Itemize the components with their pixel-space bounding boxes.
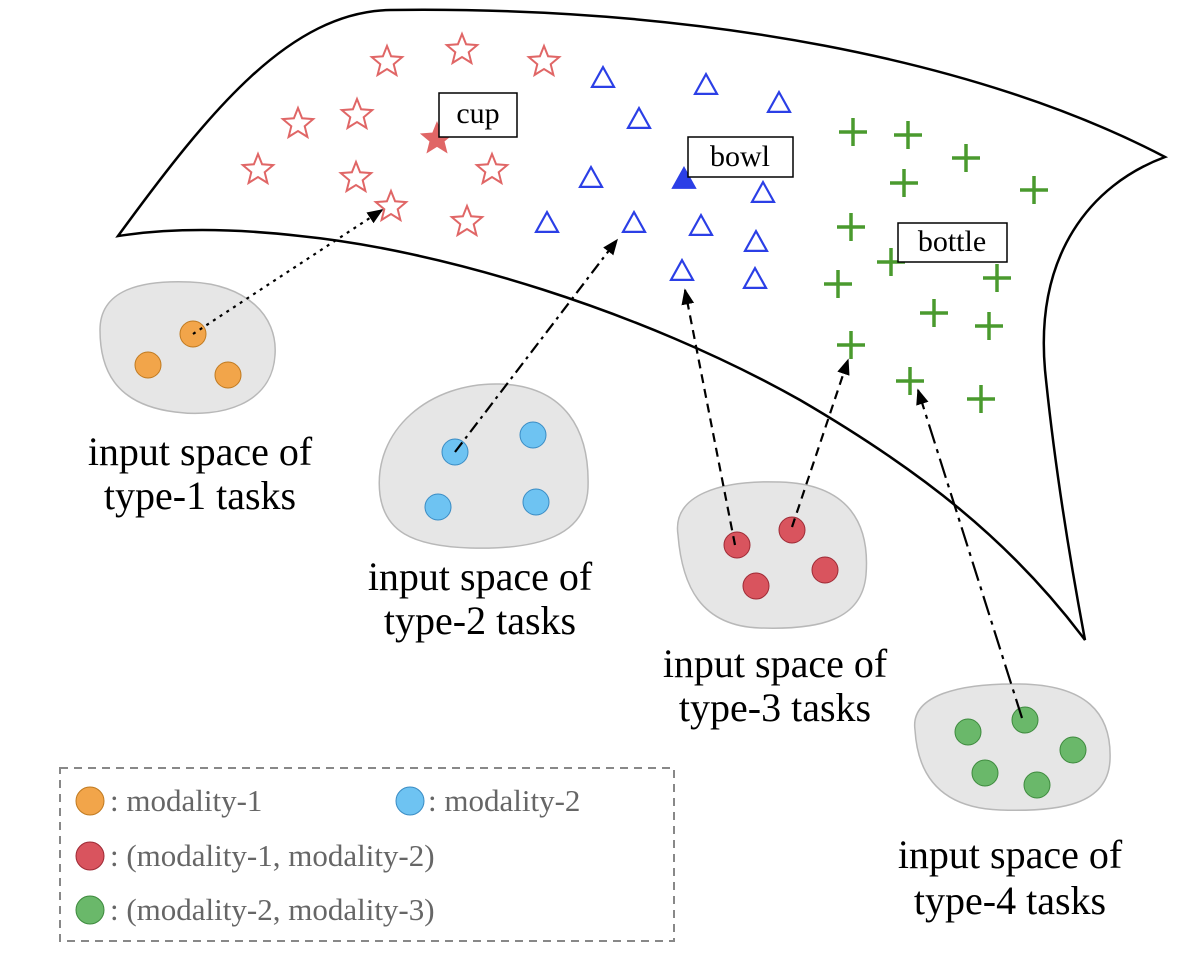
input-space-label-type-4-line2: type-4 tasks (914, 878, 1106, 923)
plus-icon (896, 367, 924, 395)
triangle-icon (669, 257, 695, 281)
legend-row2: : (modality-1, modality-2) (110, 838, 435, 873)
triangle-icon (688, 212, 714, 236)
input-space-blob-type-2 (378, 383, 589, 549)
star-icon (474, 151, 510, 186)
bowl-prototype-triangle-icon (671, 166, 697, 189)
triangle-icon (578, 164, 604, 188)
cup-label-text: cup (456, 97, 499, 130)
modality-2-3-dot-icon (1059, 736, 1087, 764)
modality-1-2-dot-icon (778, 516, 806, 544)
arrow-type-4 (916, 388, 1024, 719)
modality-2-dot-icon (424, 493, 452, 521)
input-space-blob-type-4 (914, 683, 1111, 812)
legend-row1-a: : modality-1 (110, 783, 262, 818)
input-space-label-type-2: input space of type-2 tasks (368, 554, 593, 643)
modality-1-2-dot-icon (811, 556, 839, 584)
modality-1-2-dot-icon (742, 572, 770, 600)
cup-label: cup (438, 92, 518, 138)
legend-row1-b: : modality-2 (428, 783, 580, 818)
triangle-icon (766, 89, 792, 113)
star-icon (526, 43, 562, 78)
plus-icon (824, 270, 852, 298)
triangle-icon (626, 105, 652, 129)
input-space-label-type-3-line1: input space of (663, 641, 888, 686)
legend: : modality-1 : modality-2 : (modality-1,… (59, 767, 675, 942)
star-icon (449, 203, 485, 238)
input-space-label-type-2-line2: type-2 tasks (384, 598, 576, 643)
input-space-blob-type-1 (99, 281, 276, 415)
bowl-triangle-cluster (534, 64, 792, 289)
legend-row3: : (modality-2, modality-3) (110, 892, 435, 927)
star-icon (338, 159, 374, 194)
modality-2-3-dot-icon (75, 895, 105, 925)
triangle-icon (750, 179, 776, 203)
input-space-blob-type-3 (676, 481, 868, 629)
triangle-icon (534, 209, 560, 233)
plus-icon (839, 118, 867, 146)
plus-icon (975, 312, 1003, 340)
cup-star-cluster (240, 31, 562, 238)
legend-frame (59, 767, 675, 942)
input-space-label-type-1-line1: input space of (88, 429, 313, 474)
modality-2-dot-icon (519, 421, 547, 449)
modality-1-2-dot-icon (723, 531, 751, 559)
bowl-label: bowl (687, 136, 794, 178)
arrow-type-3-a (681, 288, 737, 546)
bottle-label: bottle (897, 222, 1008, 263)
input-space-label-type-4: input space of type-4 tasks (898, 832, 1123, 923)
plus-icon (952, 144, 980, 172)
modality-1-dot-icon (134, 351, 162, 379)
triangle-icon (742, 265, 768, 289)
plus-icon (967, 385, 995, 413)
input-space-label-type-1-line2: type-1 tasks (104, 473, 296, 518)
input-space-label-type-4-line1: input space of (898, 832, 1123, 877)
triangle-icon (590, 64, 616, 88)
input-space-label-type-3: input space of type-3 tasks (663, 641, 888, 730)
modality-2-3-dot-icon (1011, 706, 1039, 734)
plus-icon (890, 169, 918, 197)
plus-icon (983, 264, 1011, 292)
triangle-icon (743, 228, 769, 252)
star-icon (240, 151, 276, 186)
input-dots (134, 320, 1087, 799)
input-space-label-type-3-line2: type-3 tasks (679, 685, 871, 730)
arrow-type-1 (192, 209, 384, 335)
star-icon (280, 105, 316, 140)
modality-2-dot-icon (395, 786, 425, 816)
arrow-type-2 (454, 238, 618, 453)
modality-1-dot-icon (214, 361, 242, 389)
triangle-icon (621, 209, 647, 233)
modality-2-dot-icon (522, 488, 550, 516)
star-icon (339, 96, 375, 131)
modality-2-3-dot-icon (971, 759, 999, 787)
input-space-label-type-1: input space of type-1 tasks (88, 429, 313, 518)
bowl-label-text: bowl (710, 140, 770, 173)
bottle-label-text: bottle (918, 225, 986, 258)
modality-2-3-dot-icon (954, 718, 982, 746)
plus-icon (1020, 176, 1048, 204)
plus-icon (837, 331, 865, 359)
output-manifold (115, 8, 1169, 641)
star-icon (373, 188, 409, 223)
star-icon (444, 31, 480, 66)
modality-1-2-dot-icon (75, 841, 105, 871)
star-icon (369, 43, 405, 78)
plus-icon (837, 213, 865, 241)
plus-icon (920, 299, 948, 327)
input-space-label-type-2-line1: input space of (368, 554, 593, 599)
triangle-icon (693, 71, 719, 95)
modality-2-3-dot-icon (1023, 771, 1051, 799)
plus-icon (894, 121, 922, 149)
bottle-plus-cluster (824, 118, 1048, 413)
modality-1-dot-icon (75, 786, 105, 816)
